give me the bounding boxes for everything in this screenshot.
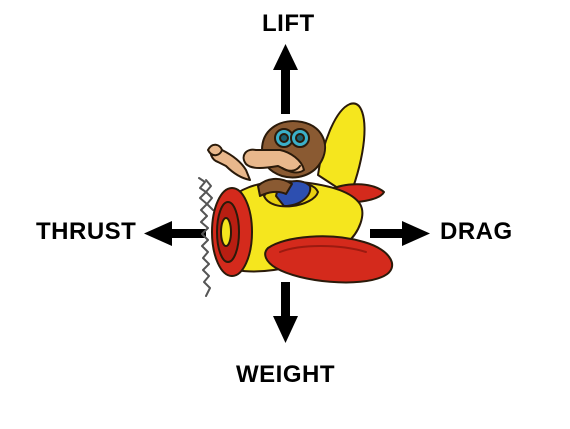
- pilot-arm: [209, 145, 251, 181]
- arrow-up-icon: [273, 44, 298, 114]
- tail-fin: [317, 102, 366, 197]
- arrow-down-icon: [273, 282, 298, 343]
- goggles-icon: [274, 128, 310, 148]
- arrow-left-icon: [144, 221, 206, 246]
- force-label-weight: WEIGHT: [236, 361, 335, 388]
- force-label-thrust: THRUST: [36, 218, 137, 245]
- cartoon-airplane-with-pilot-icon: [198, 102, 394, 297]
- force-label-lift: LIFT: [262, 10, 315, 37]
- force-label-drag: DRAG: [440, 218, 513, 245]
- main-wing: [264, 235, 394, 284]
- arrow-right-icon: [370, 221, 430, 246]
- propeller-icon: [198, 177, 214, 297]
